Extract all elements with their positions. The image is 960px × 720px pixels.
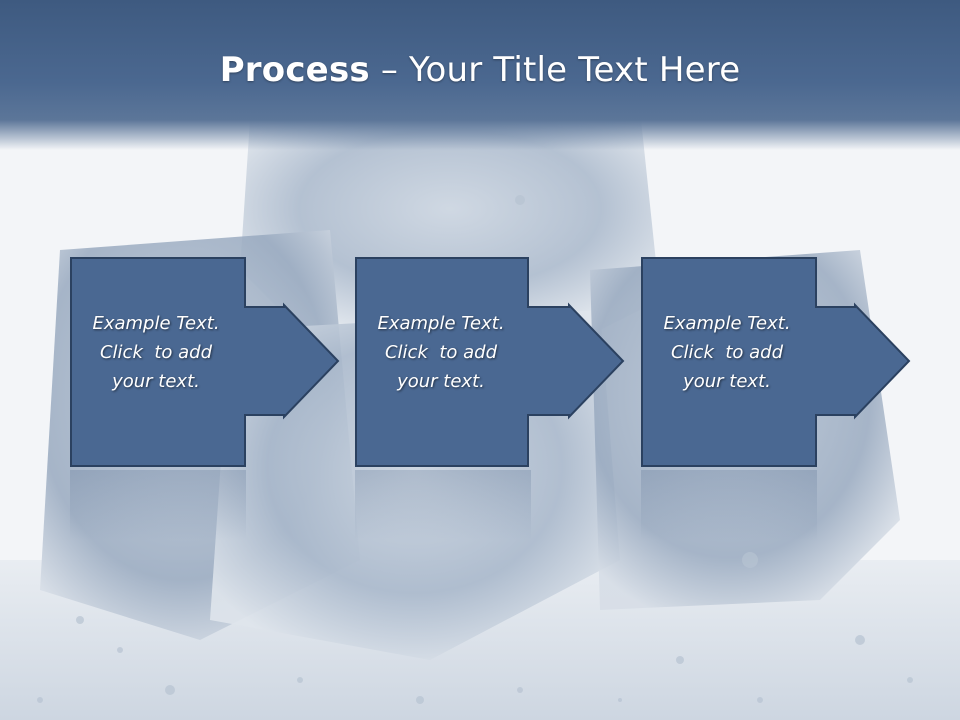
slide-title[interactable]: Process – Your Title Text Here xyxy=(0,50,960,90)
step-2-text[interactable]: Example Text. Click to add your text. xyxy=(355,309,527,396)
title-bar xyxy=(0,0,960,150)
arrow-box-shape xyxy=(641,257,911,467)
arrow-box-shape xyxy=(70,257,340,467)
step-3-line-3: your text. xyxy=(683,371,771,392)
step-1-line-2: Click to add xyxy=(99,342,212,363)
step-1-line-1: Example Text. xyxy=(92,313,220,334)
process-step-3[interactable]: Example Text. Click to add your text. xyxy=(641,257,911,467)
step-1-text[interactable]: Example Text. Click to add your text. xyxy=(70,309,242,396)
process-step-2[interactable]: Example Text. Click to add your text. xyxy=(355,257,625,467)
title-bold-part: Process xyxy=(219,50,370,90)
process-step-1[interactable]: Example Text. Click to add your text. xyxy=(70,257,340,467)
step-2-reflection xyxy=(355,470,531,540)
step-1-reflection xyxy=(70,470,246,540)
step-3-text[interactable]: Example Text. Click to add your text. xyxy=(641,309,813,396)
step-2-line-1: Example Text. xyxy=(377,313,505,334)
title-rest-part: – Your Title Text Here xyxy=(369,50,741,90)
step-1-line-3: your text. xyxy=(112,371,200,392)
arrow-box-shape xyxy=(355,257,625,467)
step-2-line-3: your text. xyxy=(397,371,485,392)
step-3-line-1: Example Text. xyxy=(663,313,791,334)
step-3-reflection xyxy=(641,470,817,540)
step-3-line-2: Click to add xyxy=(670,342,783,363)
step-2-line-2: Click to add xyxy=(384,342,497,363)
